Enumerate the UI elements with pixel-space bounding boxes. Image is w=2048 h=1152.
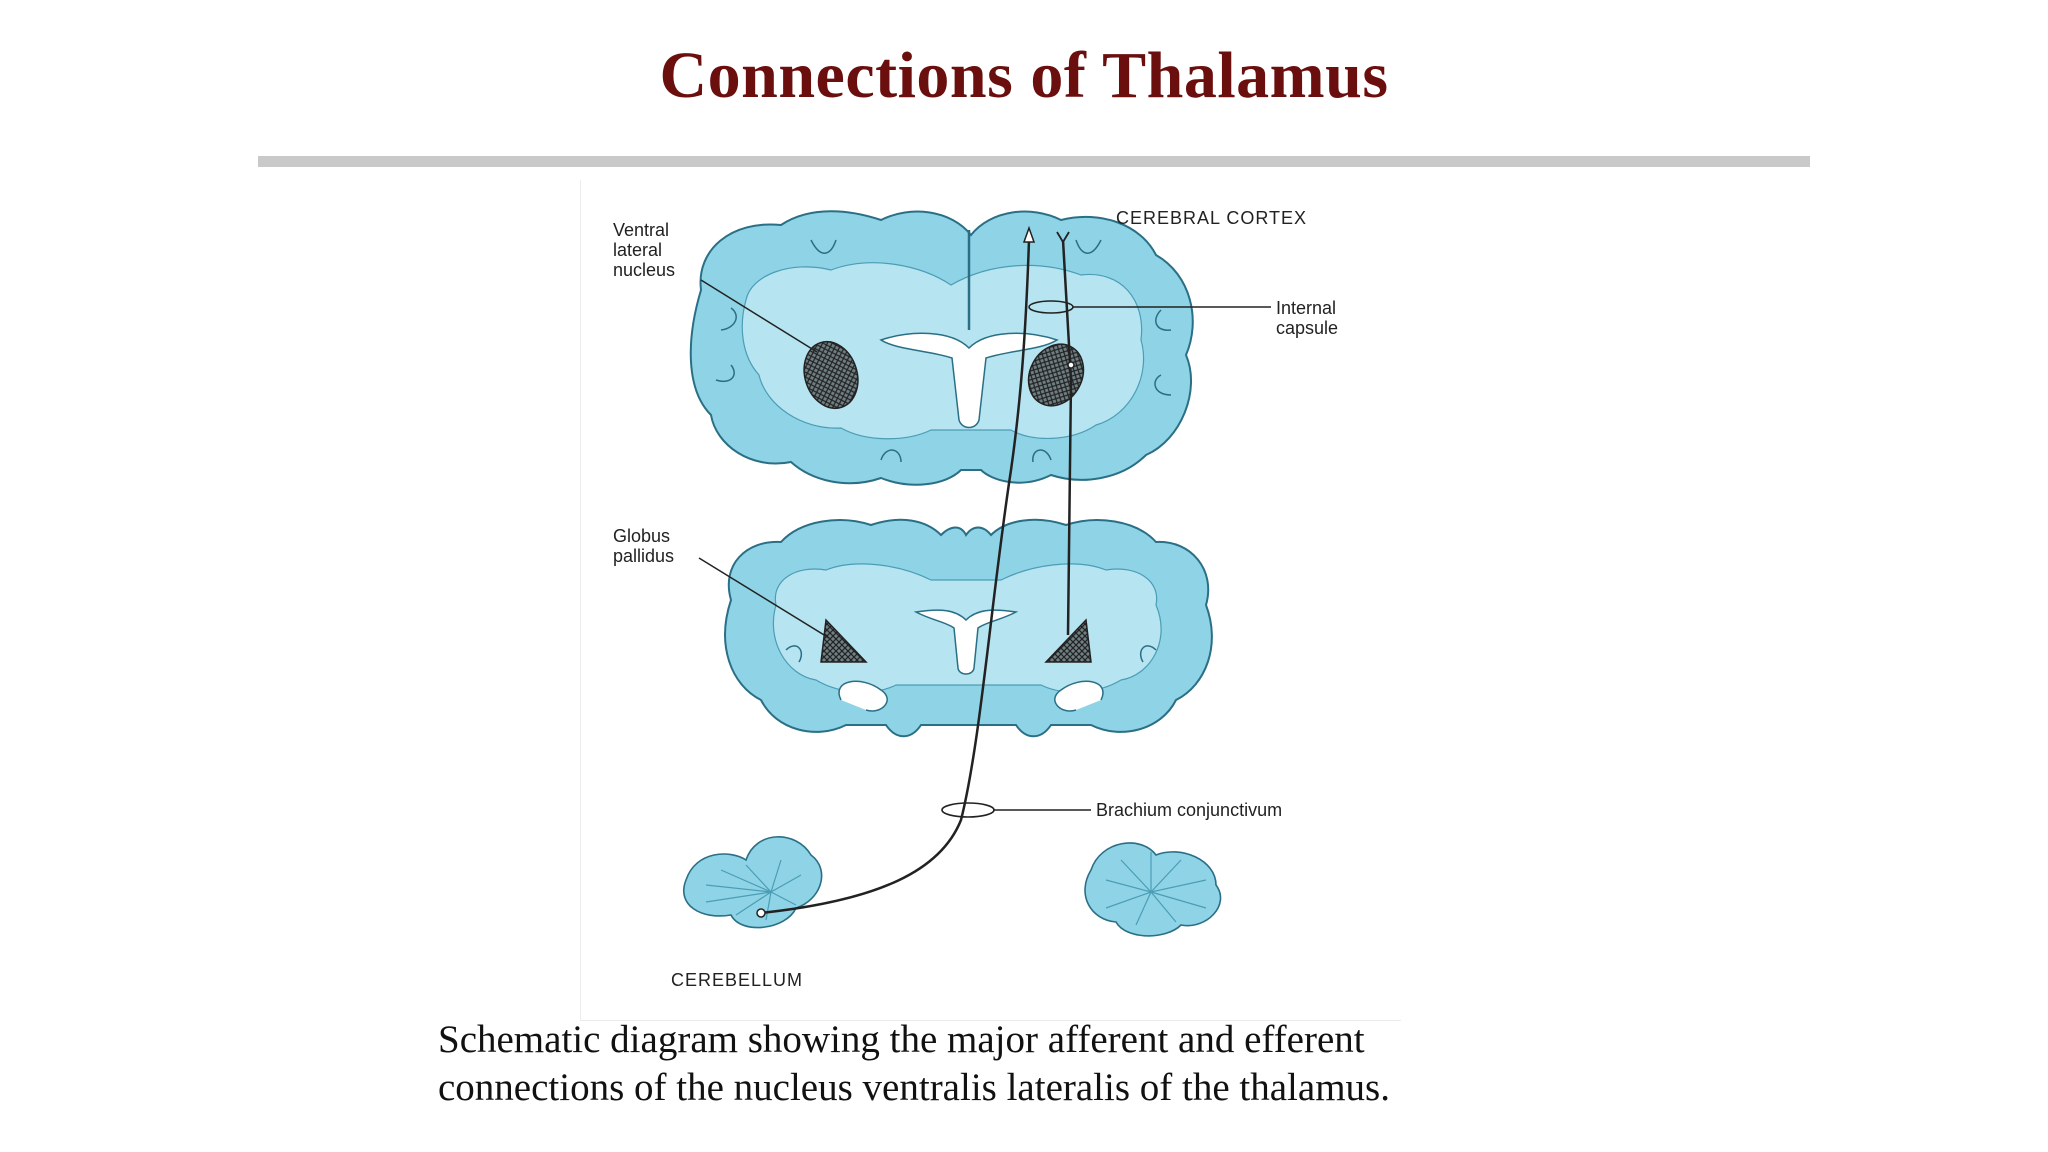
upper-brain-section bbox=[689, 210, 1194, 486]
caption-line-2: connections of the nucleus ventralis lat… bbox=[438, 1066, 1390, 1109]
globus-pallidus-left bbox=[820, 618, 868, 663]
leader-lines bbox=[698, 279, 1271, 811]
caption-line-1: Schematic diagram showing the major affe… bbox=[438, 1018, 1365, 1061]
label-ventral-lateral-nucleus-3: nucleus bbox=[613, 260, 675, 280]
cerebellum-left bbox=[683, 836, 823, 929]
label-ventral-lateral-nucleus-1: Ventral bbox=[613, 220, 669, 240]
globus-pallidus-right bbox=[1044, 618, 1092, 663]
title-divider bbox=[258, 156, 1810, 167]
brachium-conjunctivum-marker bbox=[941, 802, 995, 818]
label-cerebral-cortex: CEREBRAL CORTEX bbox=[1116, 208, 1307, 228]
label-brachium-conjunctivum: Brachium conjunctivum bbox=[1096, 800, 1282, 820]
label-cerebellum: CEREBELLUM bbox=[671, 970, 803, 990]
label-internal-capsule-1: Internal bbox=[1276, 298, 1336, 318]
cerebellum-right bbox=[1084, 842, 1222, 937]
figure-caption: Schematic diagram showing the major affe… bbox=[438, 1016, 1638, 1112]
slide-title: Connections of Thalamus bbox=[659, 39, 1389, 112]
middle-brain-section bbox=[724, 518, 1213, 738]
label-globus-pallidus-2: pallidus bbox=[613, 546, 674, 566]
figure-labels: Ventral lateral nucleus CEREBRAL CORTEX … bbox=[613, 208, 1338, 990]
label-internal-capsule-2: capsule bbox=[1276, 318, 1338, 338]
ventral-lateral-nucleus-left bbox=[803, 340, 859, 410]
label-ventral-lateral-nucleus-2: lateral bbox=[613, 240, 662, 260]
thalamus-connections-diagram: Ventral lateral nucleus CEREBRAL CORTEX … bbox=[580, 180, 1401, 1021]
label-globus-pallidus-1: Globus bbox=[613, 526, 670, 546]
